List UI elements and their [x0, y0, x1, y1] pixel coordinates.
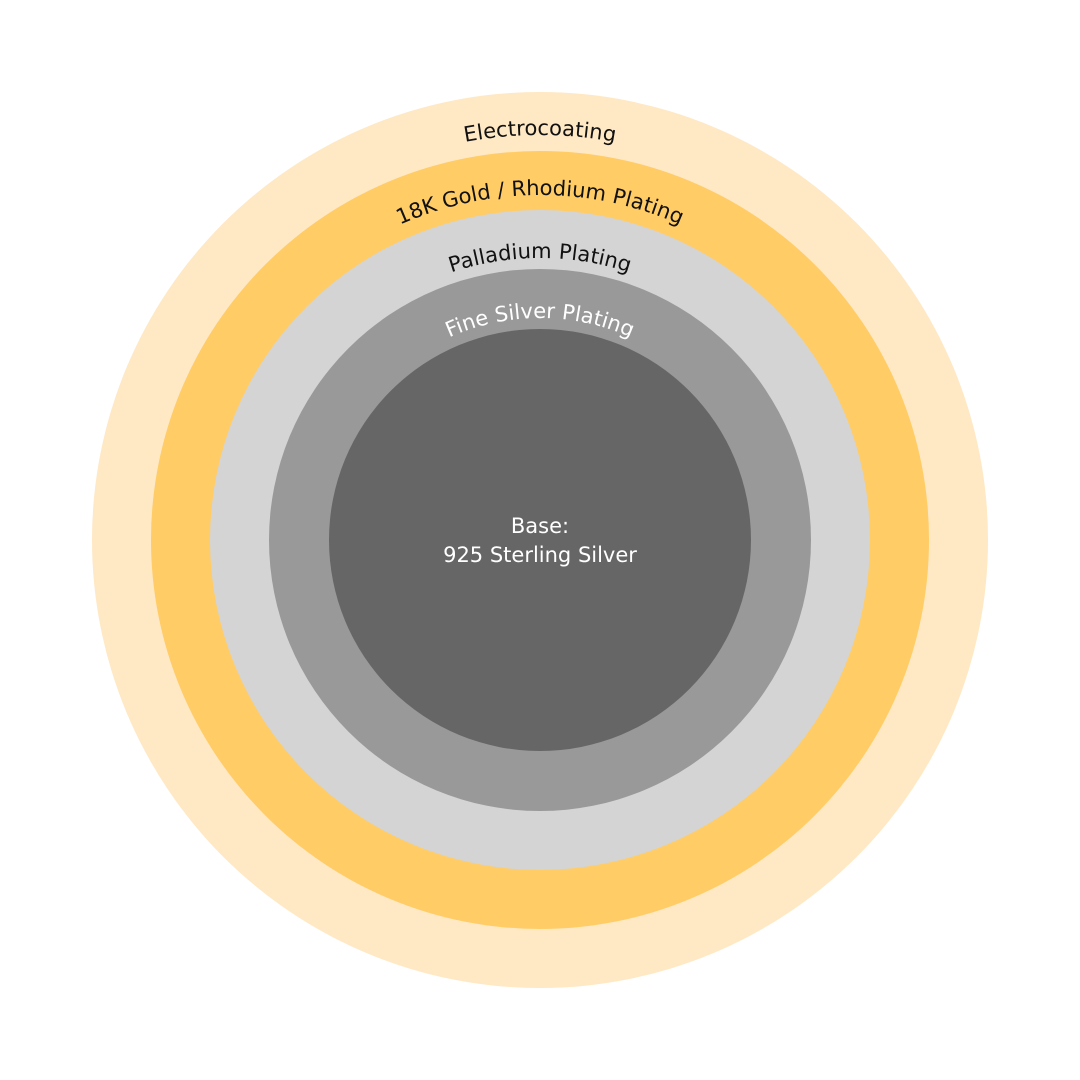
base-label-line1: Base: — [511, 514, 569, 538]
base-core — [329, 329, 751, 751]
base-label-line2: 925 Sterling Silver — [443, 543, 637, 567]
